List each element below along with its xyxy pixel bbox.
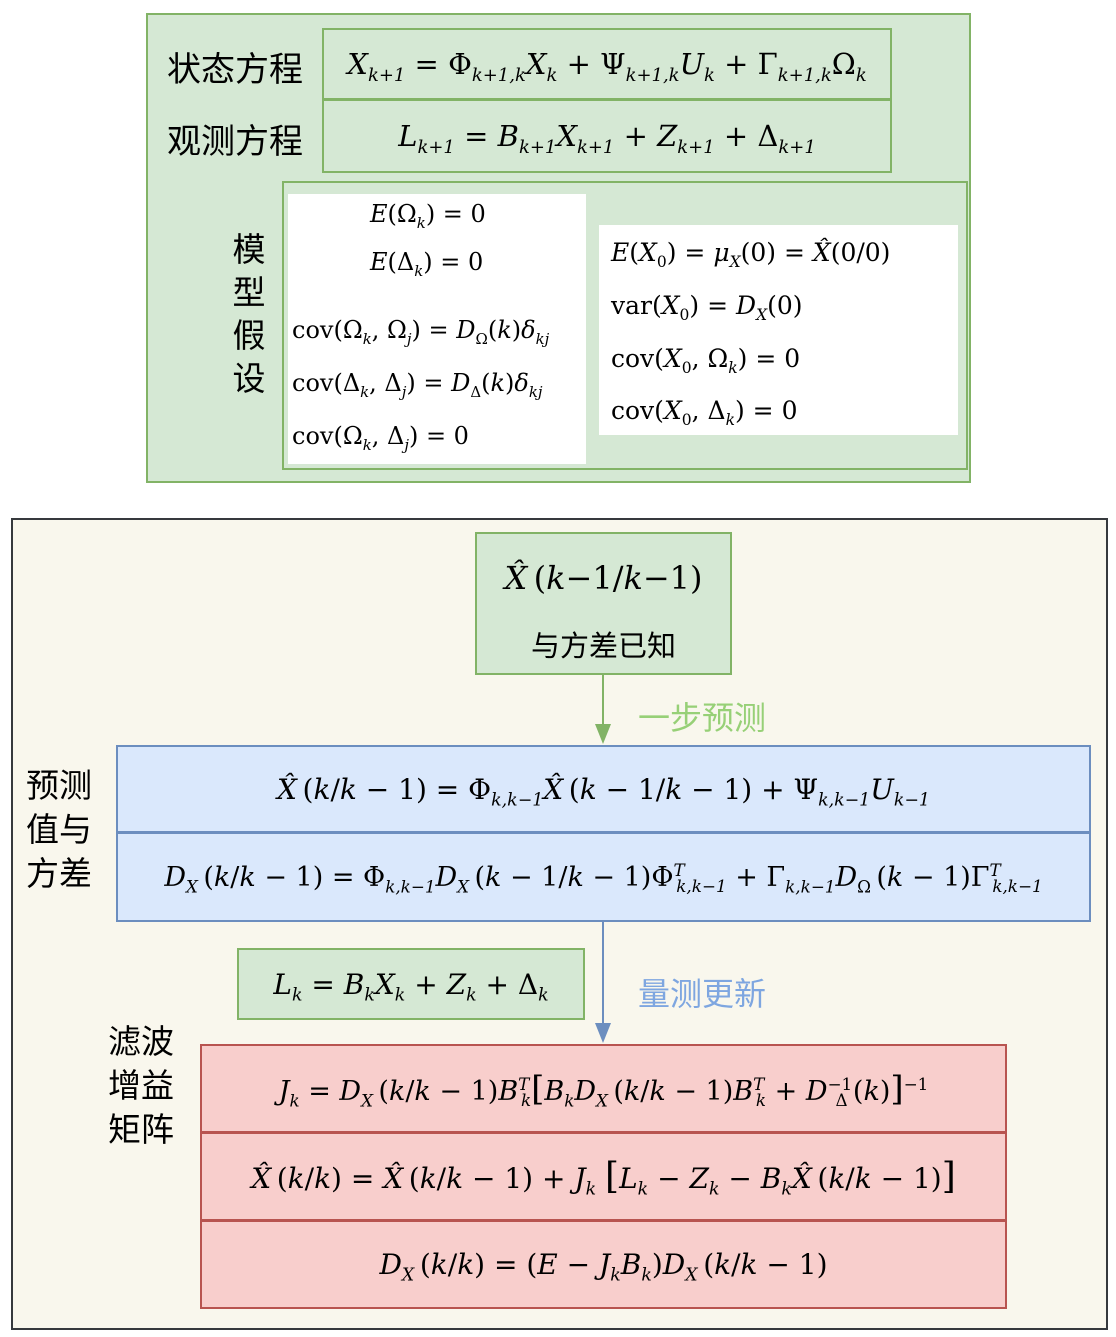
assumption-initial-var: var(X0) = DX(0) (611, 291, 803, 324)
assumption-cov-omega: cov(Ωk, Ωj) = DΩ(k)δkj (292, 316, 550, 348)
initial-assumptions-card: E(X0) = μX(0) = X̂(0/0) var(X0) = DX(0) … (599, 225, 958, 435)
assumption-noise-mean-omega: E(Ωk) = 0 (370, 200, 486, 232)
gain-side-label: 滤波 增益 矩阵 (108, 1022, 174, 1149)
predicted-variance-equation: DX (k/k − 1) = Φk,k−1DX (k − 1/k − 1)ΦTk… (164, 859, 1043, 896)
assumptions-label: 模 型 假 设 (232, 230, 266, 398)
state-equation-label: 状态方程 (167, 49, 303, 90)
assumption-initial-cov-omega: cov(X0, Ωk) = 0 (611, 344, 801, 377)
noise-assumptions-card: E(Ωk) = 0 E(Δk) = 0 cov(Ωk, Ωj) = DΩ(k)δ… (288, 194, 586, 464)
measurement-equation: Lk = BkXk + Zk + Δk (273, 967, 549, 1006)
measurement-equation-box: Lk = BkXk + Zk + Δk (237, 948, 585, 1020)
posterior-variance-equation: DX (k/k) = (E − JkBk)DX (k/k − 1) (379, 1248, 828, 1286)
predicted-state-equation: X̂ (k/k − 1) = Φk,k−1X̂ (k − 1/k − 1) + … (277, 772, 930, 811)
prior-estimate-box: X̂ (k − 1/k − 1) 与方差已知 (475, 532, 732, 675)
assumption-initial-cov-delta: cov(X0, Δk) = 0 (611, 396, 798, 429)
assumption-noise-mean-delta: E(Δk) = 0 (370, 248, 484, 280)
prior-estimate-label: 与方差已知 (530, 629, 676, 663)
one-step-prediction-label: 一步预测 (638, 699, 767, 737)
update-arrow-head (595, 1023, 611, 1043)
prior-estimate-equation: X̂ (k − 1/k − 1) (504, 559, 703, 597)
state-update-box: X̂ (k/k) = X̂ (k/k − 1) + Jk [Lk − Zk − … (200, 1132, 1007, 1221)
predicted-variance-box: DX (k/k − 1) = Φk,k−1DX (k − 1/k − 1)ΦTk… (116, 832, 1091, 922)
observation-equation-label: 观测方程 (167, 121, 303, 162)
observation-equation-box: Lk+1 = Bk+1Xk+1 + Zk+1 + Δk+1 (322, 99, 892, 173)
gain-matrix-equation: Jk = DX (k/k − 1)BTk[BkDX (k/k − 1)BTk +… (278, 1068, 929, 1110)
predict-arrow-head (595, 724, 611, 744)
state-equation: Xk+1 = Φk+1,kXk + Ψk+1,kUk + Γk+1,kΩk (347, 47, 867, 86)
predicted-state-box: X̂ (k/k − 1) = Φk,k−1X̂ (k − 1/k − 1) + … (116, 745, 1091, 833)
assumption-cov-delta: cov(Δk, Δj) = DΔ(k)δkj (292, 369, 543, 401)
observation-equation: Lk+1 = Bk+1Xk+1 + Zk+1 + Δk+1 (398, 119, 816, 158)
prediction-side-label: 预测 值与 方差 (26, 766, 92, 893)
gain-matrix-box: Jk = DX (k/k − 1)BTk[BkDX (k/k − 1)BTk +… (200, 1044, 1007, 1133)
assumption-initial-mean: E(X0) = μX(0) = X̂(0/0) (611, 238, 891, 271)
posterior-variance-box: DX (k/k) = (E − JkBk)DX (k/k − 1) (200, 1220, 1007, 1309)
assumption-cov-cross: cov(Ωk, Δj) = 0 (292, 422, 469, 454)
measurement-update-label: 量测更新 (638, 975, 767, 1013)
state-update-equation: X̂ (k/k) = X̂ (k/k − 1) + Jk [Lk − Zk − … (251, 1156, 956, 1200)
